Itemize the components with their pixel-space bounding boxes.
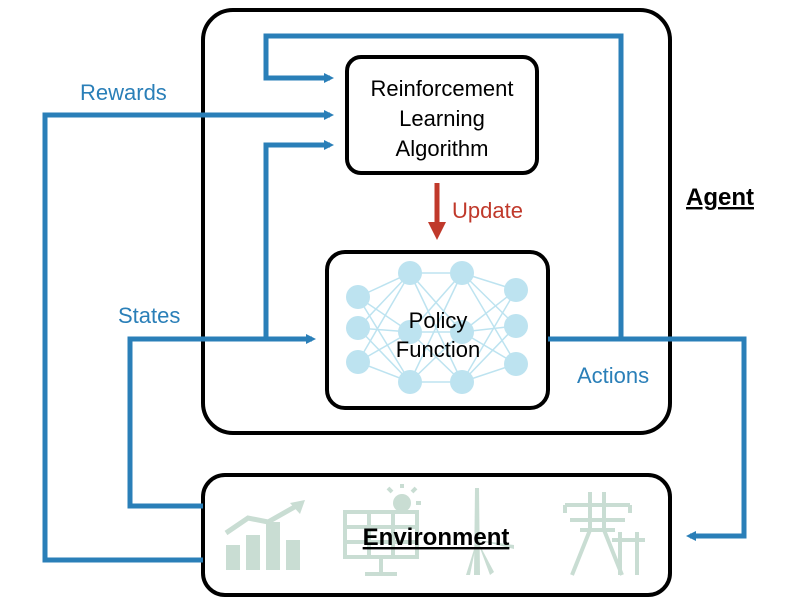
algorithm-label-line1: Reinforcement — [370, 76, 513, 101]
states-flow-line — [127, 334, 316, 509]
environment-box — [201, 473, 672, 597]
wind-turbine-icon — [466, 488, 514, 575]
power-tower-icon — [563, 492, 645, 576]
algorithm-box — [345, 55, 539, 175]
rewards-label: Rewards — [80, 80, 167, 105]
update-arrow — [428, 183, 446, 240]
agent-box — [201, 8, 672, 435]
rewards-flow-line — [42, 110, 334, 563]
algorithm-label-line2: Learning — [399, 106, 485, 131]
actions-flow-line — [548, 336, 747, 541]
bar-chart-growth-icon — [224, 500, 305, 570]
policy-label-line2: Function — [396, 337, 480, 362]
policy-label-line1: Policy — [409, 308, 468, 333]
actions-feedback-line — [263, 33, 624, 339]
actions-label: Actions — [577, 363, 649, 388]
solar-panel-icon — [343, 484, 421, 576]
agent-label: Agent — [686, 184, 754, 211]
environment-label: Environment — [363, 524, 510, 551]
states-branch-line — [263, 140, 334, 339]
algorithm-label-line3: Algorithm — [396, 136, 489, 161]
states-label: States — [118, 303, 180, 328]
neural-network-nodes — [346, 261, 528, 394]
update-label: Update — [452, 198, 523, 223]
